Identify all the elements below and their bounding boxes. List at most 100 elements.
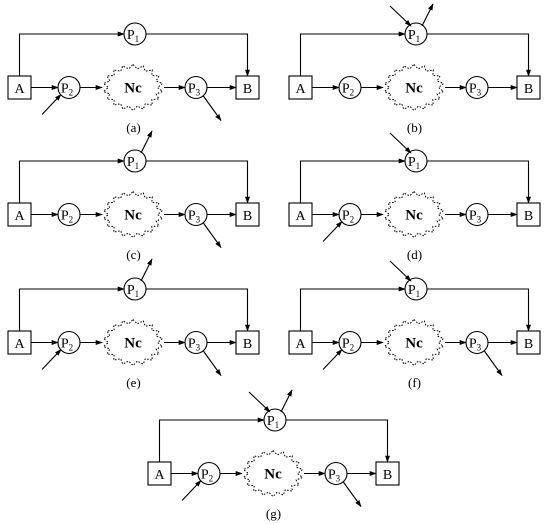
place-p3 — [465, 202, 489, 227]
node-a — [288, 202, 313, 227]
place-p3-label-subscript: 3 — [477, 88, 482, 98]
arrow-into-p2 — [41, 348, 62, 370]
node-b — [516, 330, 541, 355]
arc-a-to-p1 — [299, 31, 406, 76]
network-cloud-label: Nc — [405, 208, 423, 224]
arc-a-to-p1 — [18, 31, 125, 76]
panel-caption: (f) — [408, 375, 421, 390]
arrow-into-p1 — [389, 260, 412, 282]
arrow-out-of-p3 — [202, 95, 222, 122]
arc-p1-to-b — [146, 160, 250, 204]
arrow-into-p2 — [322, 220, 343, 242]
arrow-into-p1 — [389, 132, 412, 154]
place-p1-label-subscript: 1 — [416, 289, 421, 299]
place-p3-label: P3 — [328, 468, 341, 484]
panel-caption: (e) — [126, 375, 140, 390]
place-p1-label: P1 — [408, 28, 420, 44]
node-a — [288, 75, 313, 100]
place-p3-label-subscript: 3 — [477, 343, 482, 353]
node-b-label: B — [243, 337, 252, 352]
place-p2-label-subscript: 2 — [350, 88, 355, 98]
arrow-into-p2 — [322, 348, 343, 370]
place-p1-label: P1 — [267, 414, 279, 430]
node-a — [7, 330, 32, 355]
place-p2-label-subscript: 2 — [69, 88, 74, 98]
place-p2 — [338, 75, 362, 100]
arrow-out-of-p1 — [280, 389, 293, 413]
place-p1 — [404, 277, 428, 301]
place-p1 — [123, 277, 147, 301]
place-p2 — [57, 330, 81, 355]
arc-a-to-p1 — [158, 417, 265, 462]
network-cloud-label: Nc — [264, 467, 282, 483]
place-p1-label-letter: P — [127, 155, 135, 170]
place-p3-label-letter: P — [469, 82, 477, 97]
place-p1-label-letter: P — [408, 155, 416, 170]
node-a-label: A — [14, 82, 25, 97]
place-p1-label-letter: P — [267, 414, 275, 429]
place-p3 — [184, 75, 208, 100]
place-p3-label: P3 — [469, 337, 482, 353]
place-p2-label: P2 — [61, 209, 73, 225]
place-p2-label-letter: P — [342, 209, 350, 224]
place-p1 — [404, 22, 428, 46]
place-p2-label-subscript: 2 — [350, 343, 355, 353]
arc-a-to-p1 — [18, 158, 125, 203]
network-cloud — [383, 63, 445, 112]
place-p2 — [57, 202, 81, 227]
node-a-label: A — [14, 209, 25, 224]
place-p3 — [465, 330, 489, 355]
node-a-label: A — [14, 337, 25, 352]
node-b-label: B — [383, 468, 392, 483]
arc-p1-to-b — [427, 288, 531, 332]
place-p2-label: P2 — [61, 82, 73, 98]
place-p3-label-letter: P — [188, 82, 196, 97]
arrow-into-p1 — [248, 391, 271, 413]
network-cloud-label: Nc — [405, 81, 423, 97]
network-cloud — [242, 449, 304, 498]
place-p3-label-letter: P — [188, 209, 196, 224]
place-p2-label-letter: P — [201, 468, 209, 483]
place-p3-label-letter: P — [328, 468, 336, 483]
node-a — [288, 330, 313, 355]
place-p3 — [465, 75, 489, 100]
panel-caption: (a) — [126, 120, 140, 135]
place-p2-label: P2 — [342, 82, 354, 98]
place-p2-label: P2 — [342, 209, 354, 225]
place-p1-label-subscript: 1 — [416, 34, 421, 44]
network-cloud-label: Nc — [124, 336, 142, 352]
place-p2 — [338, 202, 362, 227]
arrow-out-of-p3 — [202, 350, 222, 377]
place-p1-label-letter: P — [408, 28, 416, 43]
arrow-out-of-p3 — [342, 481, 362, 508]
panel-caption: (c) — [126, 247, 140, 262]
place-p2-label: P2 — [61, 337, 73, 353]
arrow-out-of-p1 — [421, 3, 434, 27]
arc-p1-to-b — [146, 288, 250, 332]
arc-a-to-p1 — [18, 286, 125, 331]
place-p1-label-subscript: 1 — [135, 161, 140, 171]
place-p3-label: P3 — [469, 209, 482, 225]
place-p3-label-letter: P — [188, 337, 196, 352]
place-p1-label: P1 — [408, 283, 420, 299]
place-p2-label-subscript: 2 — [350, 215, 355, 225]
panel-caption: (b) — [407, 120, 422, 135]
place-p3-label-subscript: 3 — [196, 88, 201, 98]
place-p2-label-subscript: 2 — [209, 474, 214, 484]
node-b — [235, 202, 260, 227]
place-p3-label-subscript: 3 — [336, 474, 341, 484]
place-p1-label-subscript: 1 — [135, 34, 140, 44]
arc-a-to-p1 — [299, 286, 406, 331]
arrow-out-of-p3 — [202, 222, 222, 249]
node-b-label: B — [243, 209, 252, 224]
arc-p1-to-b — [286, 419, 390, 463]
node-a-label: A — [295, 337, 306, 352]
network-cloud — [383, 190, 445, 239]
network-cloud — [102, 63, 164, 112]
